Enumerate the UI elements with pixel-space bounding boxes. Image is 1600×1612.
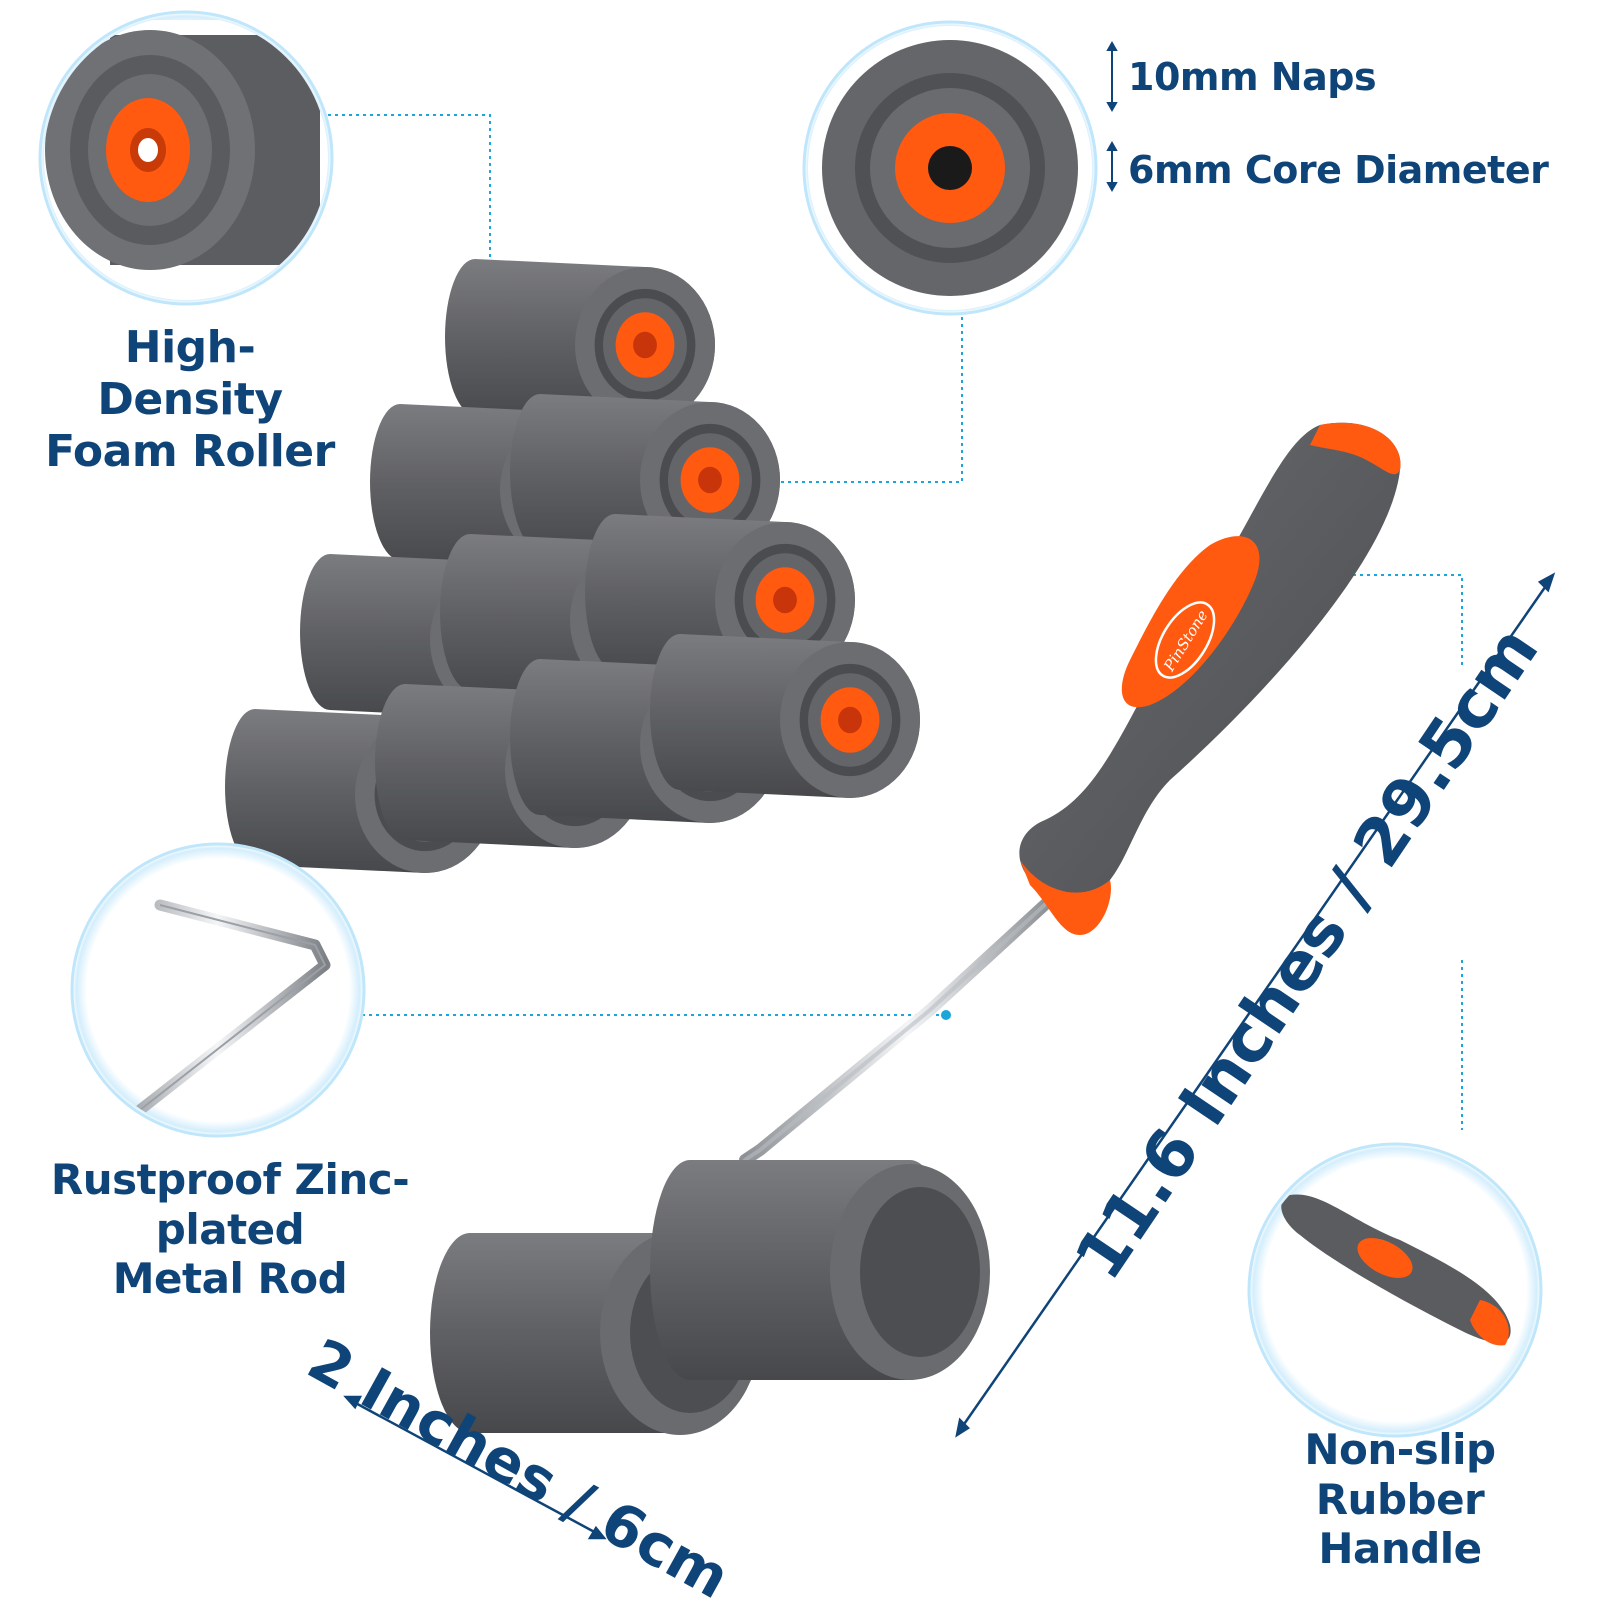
handle-label: Non-slip Rubber Handle: [1250, 1425, 1550, 1574]
naps-label: 10mm Naps: [1128, 55, 1377, 100]
nap-core-callout: [802, 20, 1098, 316]
roller-handle: PinStone: [739, 422, 1401, 1166]
handle-label-line2: Rubber Handle: [1315, 1474, 1485, 1574]
metal-rod-label-line1: Rustproof Zinc-plated: [50, 1155, 410, 1254]
foam-roller-label-line2: Foam Roller: [45, 425, 335, 477]
metal-rod: [739, 864, 1076, 1166]
measure-ticks: [1106, 40, 1118, 193]
metal-rod-callout: [70, 842, 366, 1138]
core-diameter-label: 6mm Core Diameter: [1128, 148, 1549, 193]
loose-rollers: [430, 1160, 990, 1435]
core-diameter-label-text: 6mm Core Diameter: [1128, 148, 1549, 192]
width-dimension-arrow: [343, 1395, 607, 1540]
length-dimension-arrow: [955, 572, 1556, 1438]
metal-rod-label: Rustproof Zinc-plated Metal Rod: [15, 1155, 445, 1304]
naps-label-text: 10mm Naps: [1128, 55, 1377, 99]
metal-rod-label-line2: Metal Rod: [112, 1254, 348, 1304]
handle-end-cap: [1310, 422, 1401, 475]
handle-callout: [1247, 1142, 1543, 1438]
handle-base-cap: [1020, 860, 1111, 935]
handle-grip: [1019, 422, 1401, 901]
handle-label-line1: Non-slip: [1304, 1425, 1496, 1474]
foam-roller-label: High-Density Foam Roller: [40, 322, 340, 478]
foam-roller-callout: [38, 10, 334, 306]
roller-pyramid: [225, 259, 920, 873]
foam-roller-label-line1: High-Density: [97, 322, 283, 425]
pyramid-roller: [445, 259, 715, 423]
pyramid-roller: [650, 634, 920, 798]
pyramid-roller: [510, 394, 780, 558]
